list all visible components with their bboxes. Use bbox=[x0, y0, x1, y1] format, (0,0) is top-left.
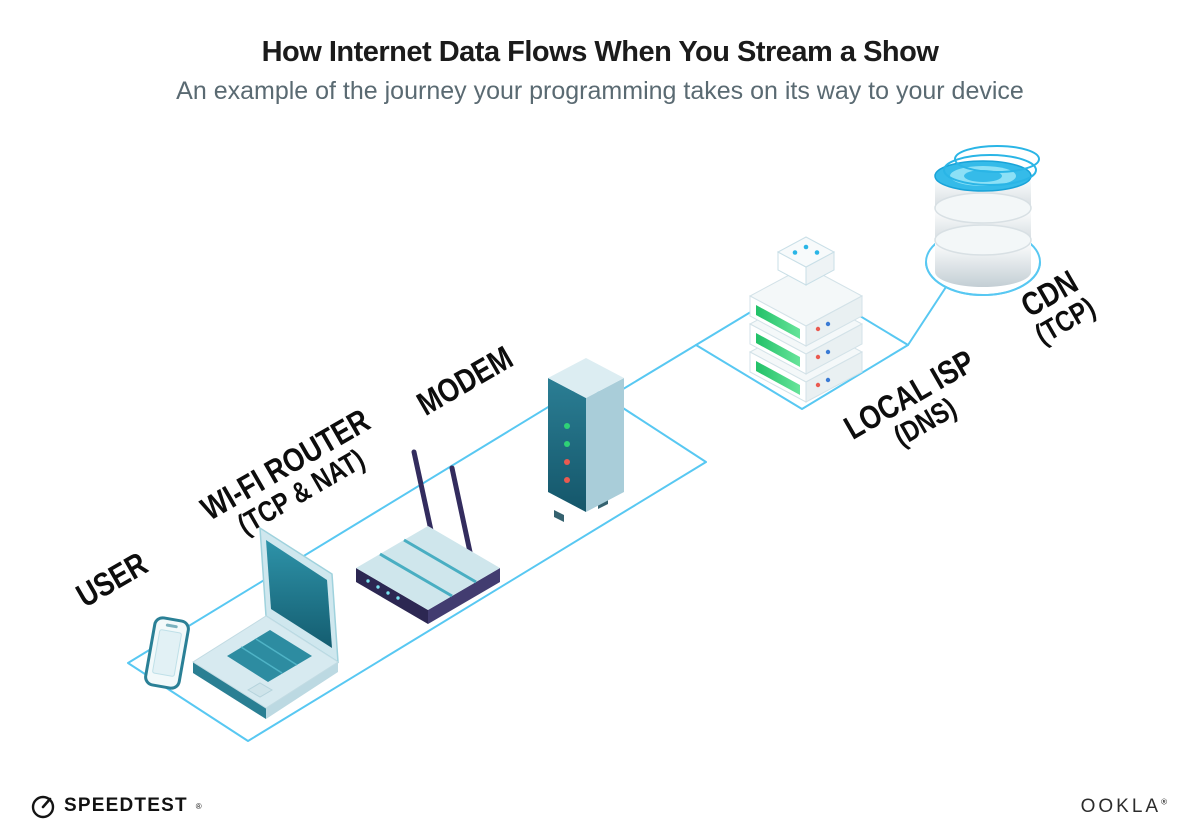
cdn-signal-rings bbox=[943, 145, 1040, 186]
isp-server-icon bbox=[748, 236, 864, 403]
speedtest-gauge-icon bbox=[31, 795, 55, 819]
ookla-wordmark: OOKLA bbox=[1080, 796, 1162, 817]
modem-icon bbox=[548, 358, 624, 522]
speedtest-wordmark: SPEEDTEST bbox=[64, 795, 188, 816]
router-leds bbox=[366, 579, 400, 600]
router-top-slats bbox=[379, 538, 477, 598]
ookla-trademark: ® bbox=[1161, 797, 1170, 807]
page-title: How Internet Data Flows When You Stream … bbox=[261, 36, 939, 68]
modem-leds bbox=[564, 423, 570, 483]
laptop-icon bbox=[192, 526, 339, 719]
router-icon bbox=[356, 449, 500, 624]
path-isp-to-cdn bbox=[907, 286, 947, 346]
speedtest-logo: SPEEDTEST ® bbox=[30, 792, 202, 820]
laptop-key-rows bbox=[240, 638, 298, 674]
isp-top-unit bbox=[776, 236, 836, 286]
smartphone-icon bbox=[144, 616, 190, 690]
cdn-database-icon bbox=[925, 145, 1041, 296]
router-antennas bbox=[411, 449, 473, 555]
path-user-to-modem bbox=[127, 383, 707, 742]
speedtest-trademark: ® bbox=[195, 801, 202, 811]
page-subtitle: An example of the journey your programmi… bbox=[176, 77, 1024, 105]
ookla-logo: OOKLA® bbox=[1081, 796, 1170, 818]
header: How Internet Data Flows When You Stream … bbox=[0, 36, 1200, 106]
